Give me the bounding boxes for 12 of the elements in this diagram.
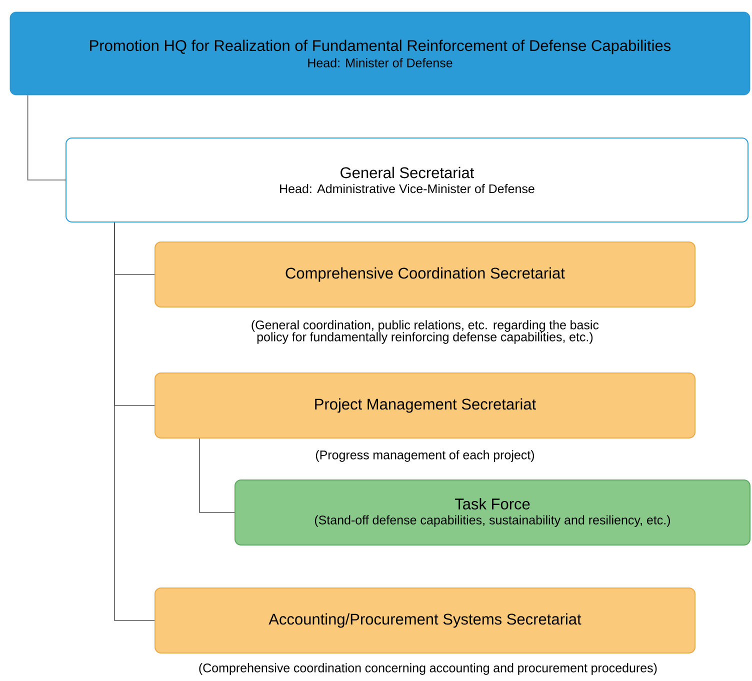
org-box: Task Force (Stand-off defense capabilities, sustainability and resiliency, etc.)	[234, 480, 750, 546]
note-text: (Progress management of each project)	[316, 450, 534, 462]
org-box: Promotion HQ for Realization of Fundamental Reinforcement of Defense Capabilities Head: Minister of Defense	[10, 12, 750, 96]
org-box: General Secretariat Head: Administrative Vice-Minister of Defense	[66, 138, 748, 222]
connector-line	[199, 438, 235, 513]
org-box: Project Management Secretariat	[154, 372, 696, 438]
org-box: Accounting/Procurement Systems Secretariat	[154, 588, 696, 654]
note-text: (General coordination, public relations, etc. regarding the basic policy for fundamentally reinforcing defense capabilities, etc.)	[252, 320, 599, 344]
connector-line	[114, 222, 155, 621]
org-box: Comprehensive Coordination Secretariat	[154, 242, 696, 308]
note-text: (Comprehensive coordination concerning accounting and procurement procedures)	[199, 663, 657, 675]
connector-line	[27, 94, 66, 180]
